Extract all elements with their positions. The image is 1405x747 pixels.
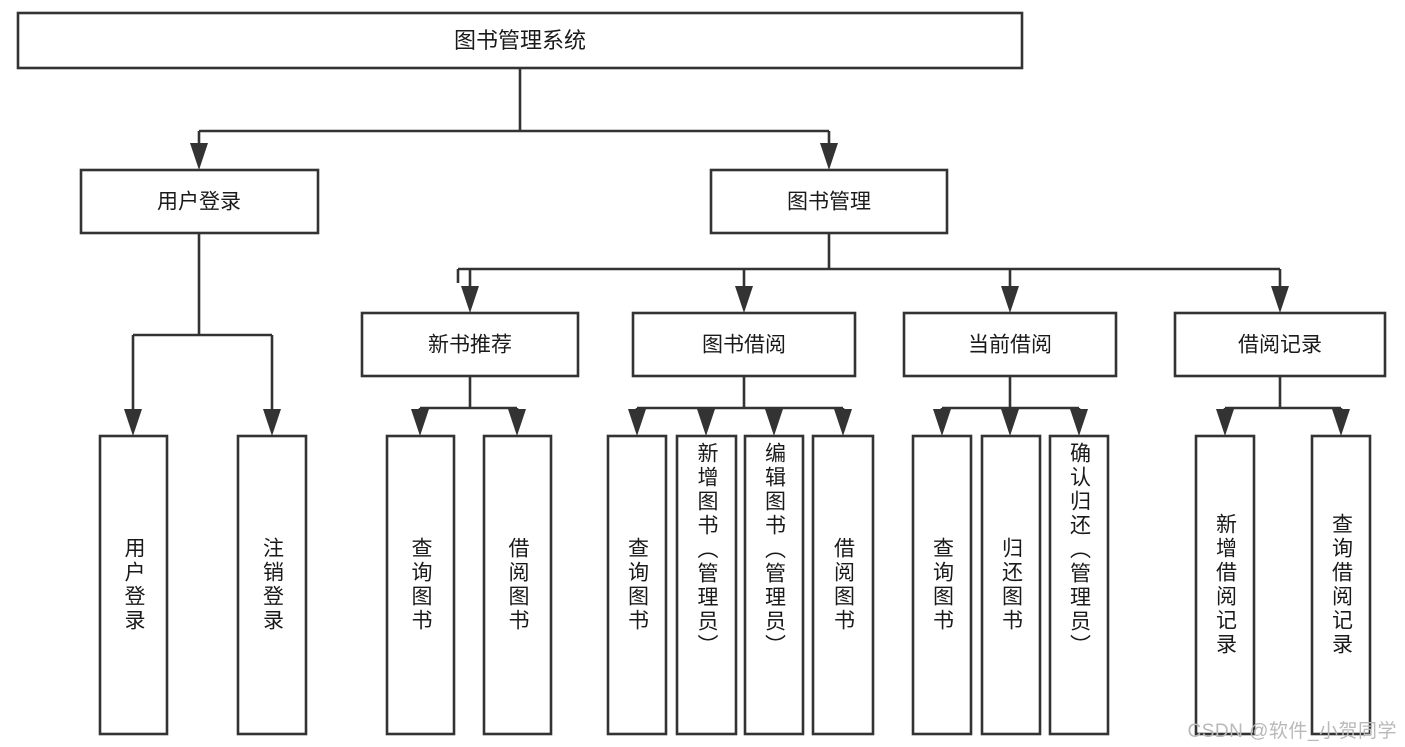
node-box-leaf-query-borrow-record[interactable] xyxy=(1310,434,1372,736)
node-box-new-book-recommend[interactable] xyxy=(360,311,580,378)
node-label-borrow-record: 借阅记录 xyxy=(1238,334,1322,357)
node-box-leaf-borrow-book-2[interactable] xyxy=(811,434,875,736)
node-box-book-borrow[interactable] xyxy=(631,311,857,378)
node-box-borrow-record[interactable] xyxy=(1173,311,1387,378)
node-box-leaf-edit-book-admin[interactable] xyxy=(743,434,805,736)
node-label-book-manage: 图书管理 xyxy=(787,191,871,214)
arrow-head-current-borrow xyxy=(1001,286,1019,313)
arrow-head-book-borrow xyxy=(735,286,753,313)
node-box-leaf-query-book-1[interactable] xyxy=(385,434,456,736)
arrow-head-leaf-query-borrow-record xyxy=(1332,409,1350,436)
arrow-head-leaf-query-book-3 xyxy=(933,409,951,436)
node-box-leaf-add-borrow-record[interactable] xyxy=(1194,434,1256,736)
node-box-leaf-logout[interactable] xyxy=(236,434,308,736)
node-box-leaf-confirm-return-admin[interactable] xyxy=(1048,434,1110,736)
node-label-book-borrow: 图书借阅 xyxy=(702,334,786,357)
arrow-head-book-manage xyxy=(820,143,838,170)
arrow-head-leaf-borrow-book-2 xyxy=(834,409,852,436)
arrow-head-leaf-confirm-return-admin xyxy=(1070,409,1088,436)
node-box-leaf-add-book-admin[interactable] xyxy=(675,434,738,736)
arrow-head-leaf-user-login xyxy=(124,409,142,436)
node-box-leaf-query-book-3[interactable] xyxy=(911,434,973,736)
node-layer: 图书管理系统 用户登录 图书管理 新书推荐 图书借阅 当前借阅 借阅记录 xyxy=(16,11,1387,736)
node-box-leaf-query-book-2[interactable] xyxy=(606,434,668,736)
arrow-head-leaf-query-book-1 xyxy=(411,409,429,436)
node-box-leaf-borrow-book-1[interactable] xyxy=(482,434,553,736)
arrow-head-leaf-edit-book-admin xyxy=(765,409,783,436)
node-box-book-manage[interactable] xyxy=(709,168,949,235)
arrow-head-leaf-return-book xyxy=(1001,409,1019,436)
node-box-user-login[interactable] xyxy=(79,168,320,235)
node-label-new-book-recommend: 新书推荐 xyxy=(428,334,512,357)
node-label-user-login: 用户登录 xyxy=(157,191,241,214)
arrow-head-leaf-query-book-2 xyxy=(628,409,646,436)
arrow-head-leaf-add-book-admin xyxy=(697,409,715,436)
arrow-head-leaf-borrow-book-1 xyxy=(508,409,526,436)
node-box-root[interactable] xyxy=(16,11,1024,70)
arrow-head-user-login xyxy=(190,143,208,170)
connector-layer xyxy=(124,68,1350,436)
arrow-head-new-book-recommend xyxy=(461,286,479,313)
arrow-head-leaf-logout xyxy=(263,409,281,436)
arrow-head-borrow-record xyxy=(1271,286,1289,313)
arrow-head-leaf-add-borrow-record xyxy=(1216,409,1234,436)
node-box-current-borrow[interactable] xyxy=(902,311,1118,378)
node-box-leaf-user-login[interactable] xyxy=(98,434,169,736)
watermark-text: CSDN @软件_小贺同学 xyxy=(1187,721,1397,742)
node-box-leaf-return-book[interactable] xyxy=(980,434,1042,736)
node-label-root: 图书管理系统 xyxy=(454,28,586,53)
node-label-current-borrow: 当前借阅 xyxy=(968,334,1052,357)
